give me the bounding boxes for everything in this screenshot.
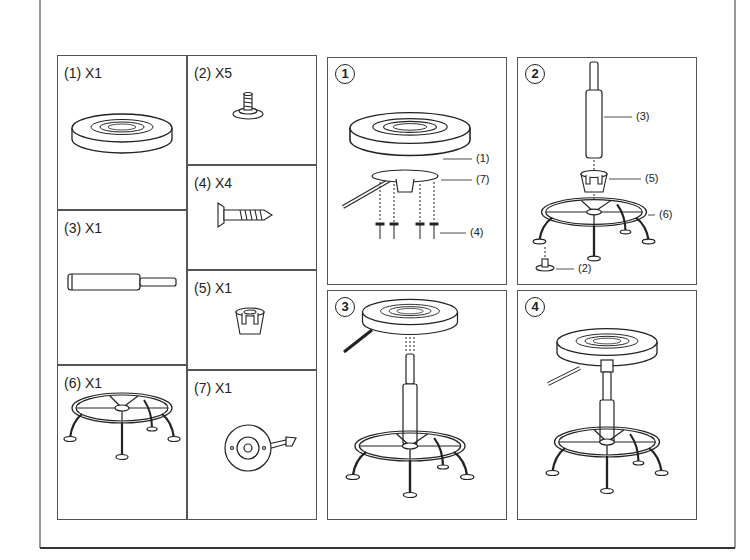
part-quantity: (6) X1	[64, 375, 102, 391]
step-number: 3	[335, 297, 355, 317]
part-quantity: (2) X5	[194, 65, 232, 81]
part-panel: (6) X1	[57, 365, 187, 520]
step-number: 4	[525, 297, 545, 317]
step-number: 1	[335, 64, 355, 84]
part-quantity: (1) X1	[64, 65, 102, 81]
part-quantity: (3) X1	[64, 220, 102, 236]
callout-number: (2)	[577, 262, 592, 274]
callout-number: (6)	[658, 208, 673, 220]
part-panel: (7) X1	[187, 370, 317, 520]
part-panel: (4) X4	[187, 165, 317, 270]
part-panel: (1) X1	[57, 55, 187, 210]
part-panel: (2) X5	[187, 55, 317, 165]
step-panel: 3	[327, 290, 507, 520]
step-panel: 1	[327, 57, 507, 285]
callout-number: (3)	[635, 110, 650, 122]
step-panel: 4	[517, 290, 697, 520]
part-panel: (3) X1	[57, 210, 187, 365]
part-quantity: (7) X1	[194, 380, 232, 396]
part-quantity: (5) X1	[194, 280, 232, 296]
callout-number: (5)	[644, 172, 659, 184]
callout-number: (7)	[475, 173, 490, 185]
callout-number: (4)	[469, 226, 484, 238]
step-number: 2	[525, 64, 545, 84]
callout-number: (1)	[475, 152, 490, 164]
part-panel: (5) X1	[187, 270, 317, 370]
step-panel: 2	[517, 57, 697, 285]
part-quantity: (4) X4	[194, 175, 232, 191]
